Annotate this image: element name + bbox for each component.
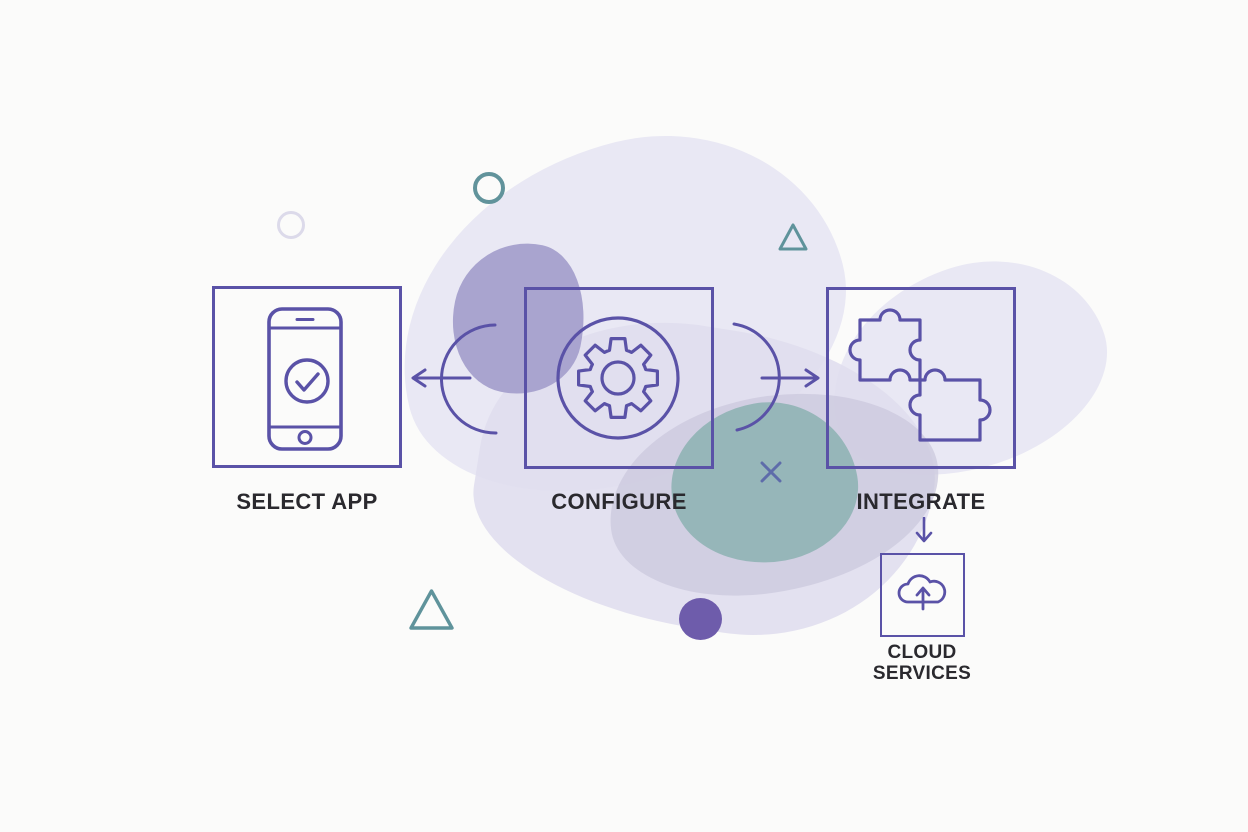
triangle-icon-large	[409, 589, 454, 630]
triangle-icon-small	[778, 223, 808, 251]
smartphone-check-icon	[267, 307, 343, 451]
purple-dot	[679, 598, 722, 640]
gear-icon	[556, 316, 680, 440]
cloud-upload-icon	[897, 574, 947, 611]
step-label-integrate: INTEGRATE	[856, 489, 986, 514]
circle-outline-teal	[473, 172, 505, 204]
arrow-left-connector	[411, 323, 498, 435]
puzzle-icon	[848, 308, 992, 442]
arrow-right-connector	[732, 322, 820, 432]
step-label-select-app: SELECT APP	[236, 489, 378, 514]
cloud-services-box	[880, 553, 965, 637]
arrow-down-icon	[915, 517, 933, 543]
step-box-configure	[524, 287, 714, 469]
x-mark-icon	[760, 461, 782, 483]
circle-outline-faint	[277, 211, 305, 239]
step-label-configure: CONFIGURE	[551, 489, 687, 514]
cloud-services-label: CLOUD SERVICES	[872, 642, 972, 685]
step-box-select-app	[212, 286, 402, 468]
step-box-integrate	[826, 287, 1016, 469]
